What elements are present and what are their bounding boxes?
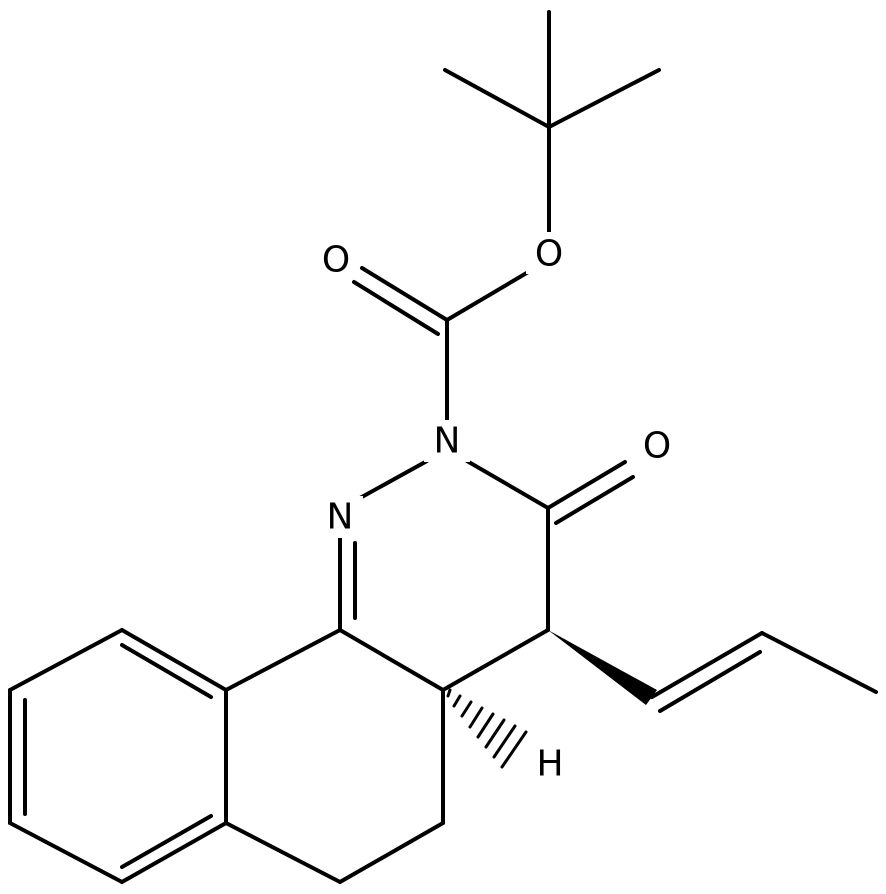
bond-propenyl-double-a bbox=[650, 631, 764, 699]
bond-benzene-inner-c bbox=[120, 814, 213, 869]
bond-benzene-6 bbox=[120, 628, 228, 692]
bond-tbu-methyl-right bbox=[547, 68, 661, 129]
hash-line-8 bbox=[500, 730, 528, 769]
label-mask-n1 bbox=[317, 496, 363, 538]
bond-c5-c6 bbox=[338, 821, 445, 884]
bond-tbu-methyl-left bbox=[443, 68, 551, 129]
atom-label-o-boc-carbonyl: O bbox=[322, 240, 350, 281]
tert-butyl-group bbox=[443, 10, 661, 234]
label-mask-o-ester bbox=[526, 232, 572, 274]
atom-label-o-lactam: O bbox=[643, 426, 671, 467]
bond-benzene-2 bbox=[120, 821, 228, 884]
bond-c3-o-double-a bbox=[546, 460, 627, 510]
bond-n2-n1 bbox=[358, 459, 429, 500]
label-mask-o-lactam bbox=[634, 424, 680, 466]
hash-line-1 bbox=[446, 688, 452, 698]
label-mask-h bbox=[528, 742, 572, 784]
wedge-bond-c4-propenyl bbox=[548, 630, 657, 705]
atom-label-o-ester: O bbox=[535, 234, 563, 275]
label-mask-n2 bbox=[424, 420, 470, 462]
bond-benzene-5 bbox=[8, 628, 124, 692]
hash-line-4 bbox=[468, 706, 484, 729]
bond-carbonyl-double-b bbox=[352, 280, 440, 336]
bond-propenyl-double-b bbox=[658, 650, 762, 713]
hash-line-2 bbox=[452, 694, 462, 708]
atom-labels: O O N O N H bbox=[313, 232, 680, 785]
bond-c10a-c10b bbox=[224, 628, 342, 692]
atom-label-h: H bbox=[536, 744, 563, 785]
atom-label-n2: N bbox=[434, 421, 461, 462]
bond-c3-o-double-b bbox=[554, 475, 635, 525]
hash-line-5 bbox=[476, 712, 495, 739]
hashed-wedge-bond-h bbox=[446, 688, 528, 769]
benzene-ring bbox=[8, 628, 228, 884]
bond-c4a-c10b bbox=[338, 628, 445, 692]
atom-label-n1: N bbox=[327, 497, 354, 538]
bond-c4-c4a bbox=[441, 628, 550, 692]
bond-n2-c3 bbox=[465, 459, 550, 510]
boc-carbonyl-group bbox=[352, 266, 532, 422]
bond-oxygen-to-carbonyl-carbon bbox=[445, 269, 532, 322]
hash-line-6 bbox=[484, 718, 506, 749]
pyridazinone-ring bbox=[338, 459, 635, 692]
bond-benzene-3 bbox=[8, 821, 124, 884]
bond-benzene-inner-a bbox=[120, 643, 213, 699]
bond-propenyl-methyl bbox=[760, 631, 878, 694]
propenyl-group bbox=[548, 630, 878, 713]
dihydro-ring bbox=[224, 628, 445, 884]
label-mask-o-boc bbox=[313, 237, 359, 279]
hash-line-3 bbox=[460, 700, 473, 718]
bond-carbonyl-double-a bbox=[360, 266, 449, 322]
hash-line-7 bbox=[492, 724, 517, 759]
bond-c6-c6a bbox=[224, 821, 342, 884]
